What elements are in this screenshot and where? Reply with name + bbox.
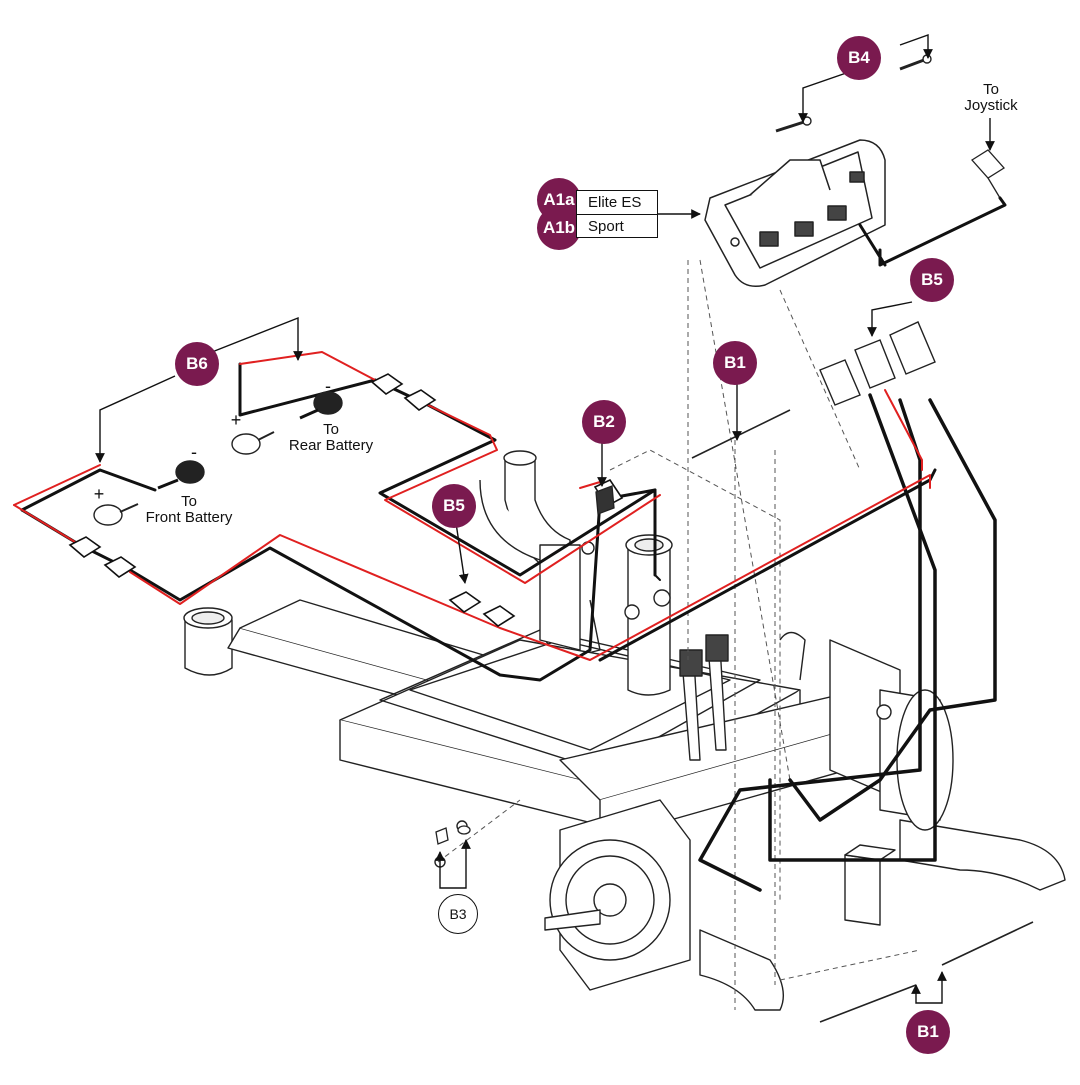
label-to-rear-battery: To Rear Battery	[288, 421, 374, 454]
label-minus-rear: -	[325, 376, 331, 396]
option-sport: Sport	[577, 214, 657, 238]
callout-b4: B4	[837, 36, 881, 80]
label-plus-rear: +	[230, 410, 242, 430]
joystick-connector	[971, 149, 1005, 199]
option-elite-es: Elite ES	[588, 194, 642, 211]
controller-module	[704, 139, 886, 287]
label-to-joystick: To Joystick	[964, 81, 1018, 114]
battery-terminals	[93, 391, 343, 526]
wiring-harness	[13, 196, 1007, 892]
callout-a1b: A1b	[537, 206, 581, 250]
base-frame	[183, 450, 1066, 1011]
screws	[775, 54, 932, 133]
callout-b3: B3	[438, 894, 478, 934]
callout-b1-lower: B1	[906, 1010, 950, 1054]
alignment-lines	[437, 259, 921, 1010]
callout-b6: B6	[175, 342, 219, 386]
callout-b5-upper: B5	[910, 258, 954, 302]
callout-b1-upper: B1	[713, 341, 757, 385]
label-plus-front: +	[93, 484, 105, 504]
callout-b2: B2	[582, 400, 626, 444]
small-parts	[435, 485, 615, 845]
label-to-front-battery: To Front Battery	[145, 493, 233, 526]
controller-option-box: Elite ES Sport	[576, 190, 658, 238]
b5-plugs	[819, 321, 936, 406]
callout-b5-lower: B5	[432, 484, 476, 528]
label-minus-front: -	[191, 442, 197, 462]
